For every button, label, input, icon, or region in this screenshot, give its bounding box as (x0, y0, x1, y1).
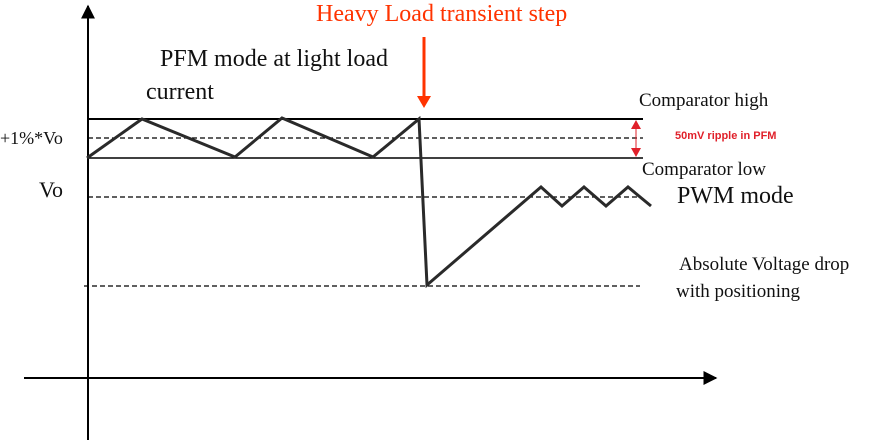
output-voltage-waveform (86, 115, 652, 289)
heavy-load-arrow-icon (417, 37, 431, 108)
absolute-drop-label-line1: Absolute Voltage drop (679, 254, 850, 275)
ripple-double-arrow-icon (631, 120, 641, 157)
pwm-mode-label: PWM mode (677, 183, 794, 209)
pfm-mode-label-line2: current (146, 79, 214, 105)
comparator-high-label: Comparator high (639, 90, 769, 111)
absolute-drop-label-line2: with positioning (676, 281, 801, 302)
pfm-mode-label-line1: PFM mode at light load (160, 46, 388, 72)
vo-label: Vo (39, 177, 64, 202)
heavy-load-label: Heavy Load transient step (316, 1, 568, 27)
comparator-low-label: Comparator low (642, 159, 767, 180)
plus-one-percent-vo-label: +1%*Vo (0, 128, 63, 148)
ripple-label: 50mV ripple in PFM (675, 130, 777, 142)
